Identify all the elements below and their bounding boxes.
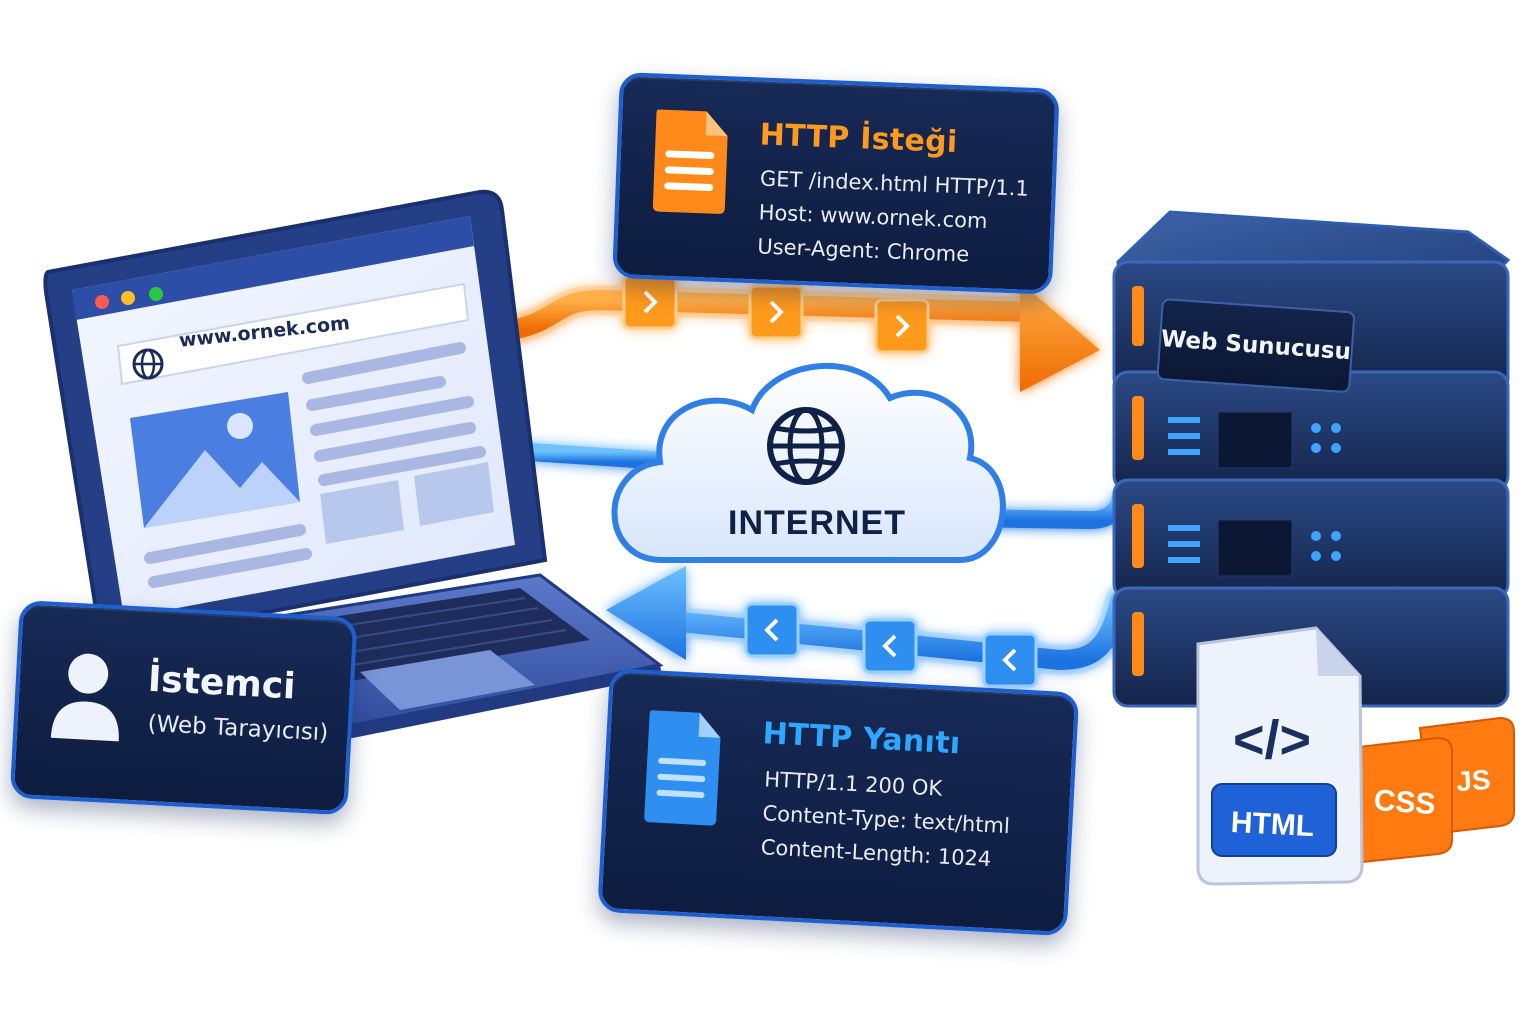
window-minimize-dot[interactable] <box>121 291 135 305</box>
client-subtitle: (Web Tarayıcısı) <box>147 710 329 747</box>
globe-icon <box>132 348 164 380</box>
response-packet <box>744 602 800 658</box>
internet-cloud <box>611 363 1006 563</box>
server-unit <box>1112 478 1510 600</box>
css-file-label: CSS <box>1373 784 1437 821</box>
http-request-lines: GET /index.html HTTP/1.1 Host: www.ornek… <box>757 161 1030 273</box>
client-card: İstemci (Web Tarayıcısı) <box>9 600 358 816</box>
http-request-card: HTTP İsteği GET /index.html HTTP/1.1 Hos… <box>612 72 1060 295</box>
page-text-lines <box>144 342 486 588</box>
document-icon <box>644 710 721 826</box>
css-file-badge: CSS <box>1348 736 1453 864</box>
file-stack: JS CSS </> HTML <box>1196 626 1515 886</box>
user-icon <box>50 653 119 742</box>
server-unit <box>1112 370 1510 492</box>
globe-icon <box>767 407 845 485</box>
request-packet <box>622 274 678 330</box>
request-arrow <box>497 274 1100 392</box>
response-packet <box>862 618 918 674</box>
client-title: İstemci <box>146 658 297 708</box>
window-maximize-dot[interactable] <box>149 287 163 301</box>
js-file-label: JS <box>1455 764 1491 797</box>
address-bar[interactable] <box>116 282 470 386</box>
http-request-title: HTTP İsteği <box>759 117 959 160</box>
html-file-label: HTML <box>1230 806 1315 843</box>
web-server-label: Web Sunucusu <box>1156 298 1356 394</box>
response-arrow <box>606 566 1135 688</box>
document-icon <box>652 109 728 214</box>
image-placeholder-icon <box>130 392 300 528</box>
http-response-lines: HTTP/1.1 200 OK Content-Type: text/html … <box>760 762 1013 877</box>
code-icon: </> <box>1233 710 1311 770</box>
internet-label: INTERNET <box>728 504 906 542</box>
request-packet <box>874 298 930 354</box>
touchpad <box>360 650 535 710</box>
request-packet <box>748 284 804 340</box>
response-packet <box>982 632 1038 688</box>
html-file-icon: </> HTML <box>1196 626 1364 886</box>
window-close-dot[interactable] <box>95 295 109 309</box>
http-response-card: HTTP Yanıtı HTTP/1.1 200 OK Content-Type… <box>597 668 1080 937</box>
http-response-title: HTTP Yanıtı <box>761 716 962 762</box>
